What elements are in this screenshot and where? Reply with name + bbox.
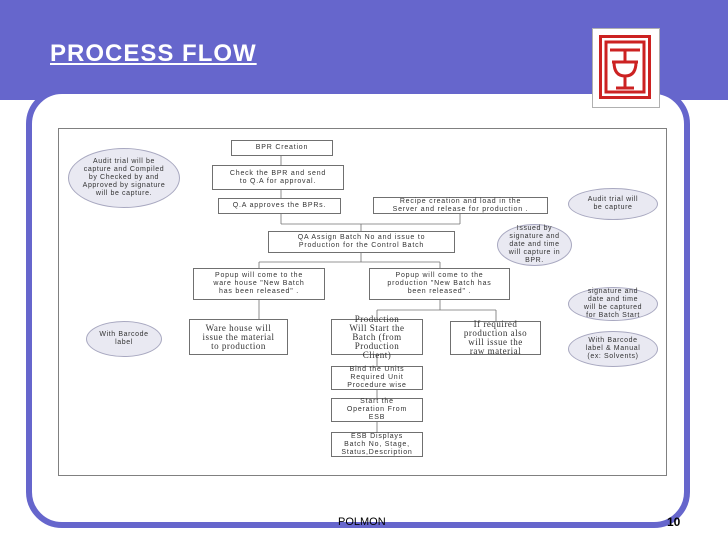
- slide-title: PROCESS FLOW: [50, 40, 257, 67]
- page-number: 10: [667, 515, 681, 529]
- company-logo: [592, 28, 660, 108]
- warehouse-issue-box: Ware house will issue the material to pr…: [189, 319, 288, 355]
- check-bpr-box: Check the BPR and send to Q.A for approv…: [212, 165, 344, 190]
- qa-approves-box: Q.A approves the BPRs.: [218, 198, 341, 214]
- esb-displays-box: ESB Displays Batch No, Stage, Status,Des…: [331, 432, 423, 457]
- qa-assign-batch-box: QA Assign Batch No and issue to Producti…: [268, 231, 455, 253]
- recipe-creation-box: Recipe creation and load in the Server a…: [373, 197, 548, 214]
- note-barcode-manual: With Barcode label & Manual (ex: Solvent…: [568, 331, 658, 367]
- footer-label: POLMON: [338, 516, 386, 528]
- bind-units-box: Bind the Units Required Unit Procedure w…: [331, 366, 423, 390]
- if-required-box: If required production also will issue t…: [450, 320, 541, 356]
- note-issued-by: Issued by signature and date and time wi…: [497, 224, 572, 266]
- popup-warehouse-box: Popup will come to the ware house "New B…: [193, 268, 325, 300]
- start-operation-box: Start the Operation From ESB: [331, 398, 423, 422]
- production-start-box: Production Will Start the Batch (from Pr…: [331, 314, 423, 359]
- note-barcode-label: With Barcode label: [86, 321, 162, 357]
- note-signature-date: signature and date and time will be capt…: [568, 287, 658, 321]
- bpr-creation-box: BPR Creation: [231, 140, 333, 156]
- note-audit-compiled: Audit trial will be capture and Compiled…: [68, 148, 180, 208]
- popup-production-box: Popup will come to the production "New B…: [369, 268, 510, 300]
- note-audit-capture: Audit trial will be capture: [568, 188, 658, 220]
- logo-mark-icon: [599, 35, 651, 99]
